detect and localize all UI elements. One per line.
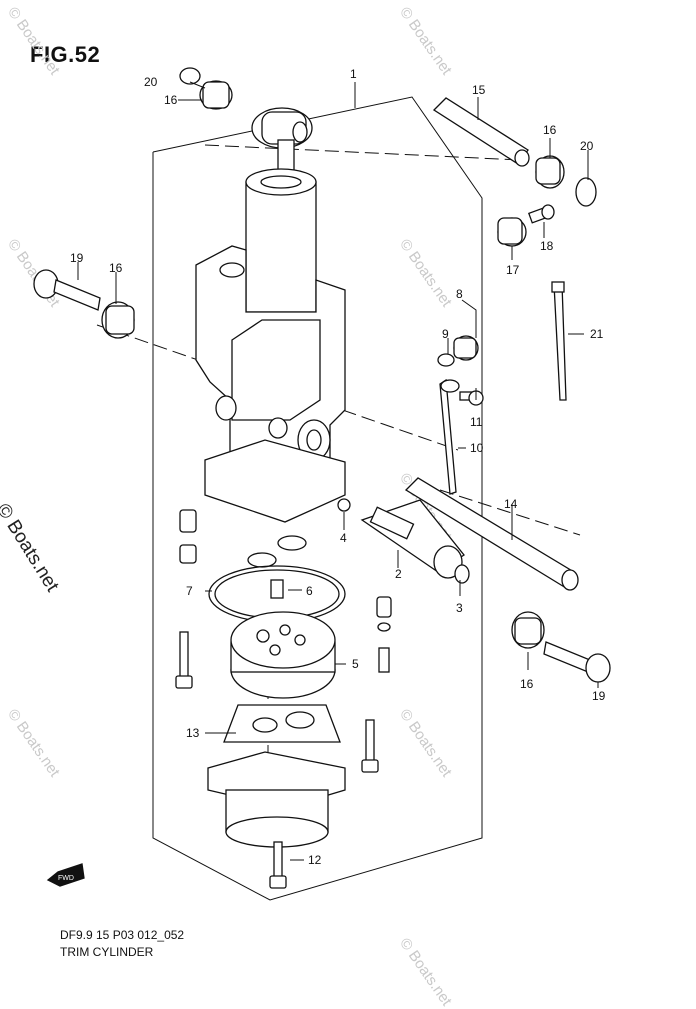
callout-16-bottom: 16 bbox=[520, 677, 534, 691]
clamp-screw bbox=[459, 390, 484, 406]
plug bbox=[453, 335, 479, 361]
callout-21: 21 bbox=[590, 327, 604, 341]
trim-cylinder-diagram: FWD 1 2 3 4 5 6 7 bbox=[33, 67, 611, 901]
callout-18: 18 bbox=[540, 239, 554, 253]
callout-19-right: 19 bbox=[592, 689, 606, 703]
callout-20-left: 20 bbox=[144, 75, 158, 89]
top-left-bushing bbox=[199, 80, 233, 110]
callout-12: 12 bbox=[308, 853, 322, 867]
spacer-bolt bbox=[527, 204, 555, 224]
upper-bolt bbox=[33, 269, 101, 311]
callout-13: 13 bbox=[186, 726, 200, 740]
lower-bolt bbox=[543, 641, 611, 683]
lower-bushing bbox=[511, 611, 545, 649]
small-fasteners bbox=[337, 498, 470, 673]
callout-8: 8 bbox=[456, 287, 463, 301]
pivot-pin-14 bbox=[404, 477, 579, 591]
spacer bbox=[497, 217, 527, 247]
callout-6: 6 bbox=[306, 584, 313, 598]
fwd-arrow-icon: FWD bbox=[46, 863, 85, 887]
callout-labels: 1 2 3 4 5 6 7 8 9 10 11 12 13 14 15 16 1… bbox=[70, 67, 606, 867]
drawing-code: DF9.9 15 P03 012_052 bbox=[60, 928, 185, 942]
callout-16-left: 16 bbox=[109, 261, 123, 275]
gasket bbox=[437, 353, 455, 367]
callout-19-left: 19 bbox=[70, 251, 84, 265]
callout-14: 14 bbox=[504, 497, 518, 511]
cable-tie-10 bbox=[439, 378, 460, 495]
housing-bolt bbox=[361, 719, 379, 773]
leader-lines bbox=[77, 81, 599, 861]
assembly-frame bbox=[152, 96, 483, 901]
callout-3: 3 bbox=[456, 601, 463, 615]
cable-tie-21 bbox=[551, 281, 567, 401]
svg-text:FWD: FWD bbox=[58, 875, 74, 882]
manual-release-valve bbox=[360, 499, 465, 579]
callout-10: 10 bbox=[470, 441, 484, 455]
callout-16-top-left: 16 bbox=[164, 93, 178, 107]
callout-15: 15 bbox=[472, 83, 486, 97]
callout-1: 1 bbox=[350, 67, 357, 81]
manifold bbox=[230, 611, 336, 699]
bottom-screw bbox=[269, 841, 287, 889]
upper-left-bushing bbox=[101, 301, 135, 339]
upper-pivot-pin bbox=[432, 97, 530, 167]
callout-16-top-right: 16 bbox=[543, 123, 557, 137]
callout-17: 17 bbox=[506, 263, 520, 277]
trim-cylinder-body bbox=[195, 107, 346, 523]
top-right-bushing bbox=[535, 155, 565, 189]
top-left-snap-ring bbox=[179, 67, 201, 85]
pump-housing bbox=[207, 704, 346, 848]
top-right-snap-ring bbox=[575, 177, 597, 207]
figure-title: FIG.52 bbox=[30, 42, 101, 67]
callout-4: 4 bbox=[340, 531, 347, 545]
callout-9: 9 bbox=[442, 327, 449, 341]
callout-11: 11 bbox=[470, 415, 483, 429]
callout-7: 7 bbox=[186, 584, 193, 598]
callout-2: 2 bbox=[395, 567, 402, 581]
manifold-bolt bbox=[175, 631, 193, 689]
callout-20-right: 20 bbox=[580, 139, 594, 153]
drawing-name: TRIM CYLINDER bbox=[60, 945, 154, 959]
callout-5: 5 bbox=[352, 657, 359, 671]
